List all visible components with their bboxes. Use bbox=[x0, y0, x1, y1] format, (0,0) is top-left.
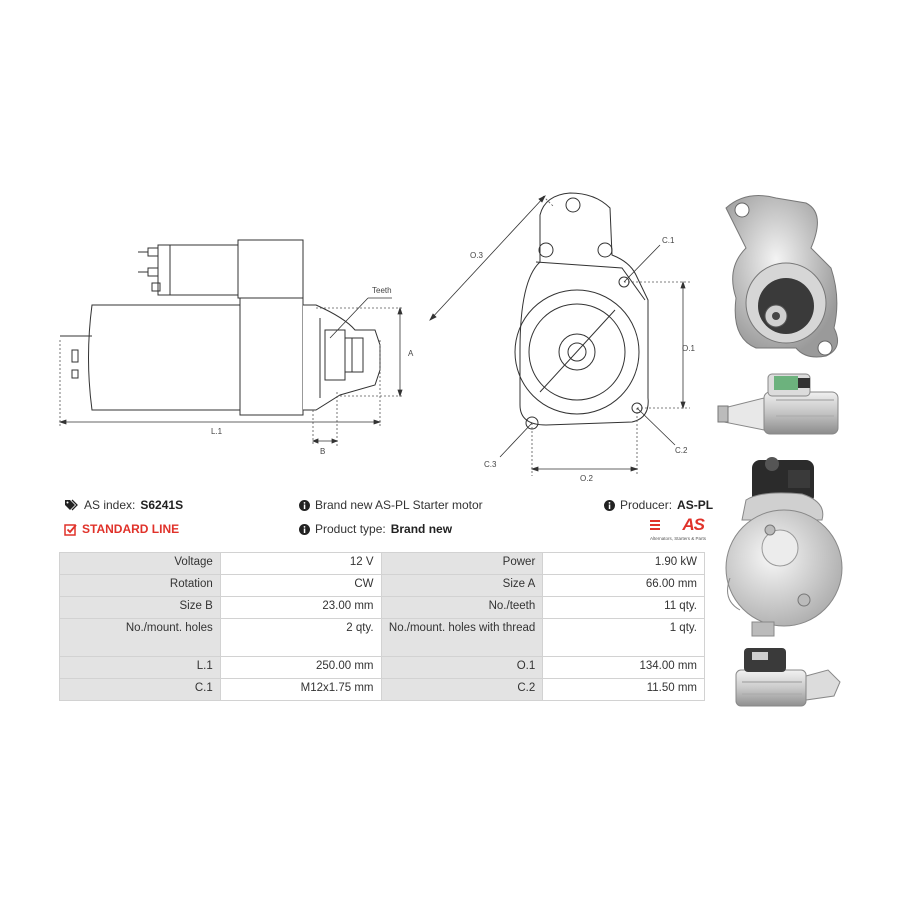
spec-label: No./mount. holes with thread bbox=[380, 618, 544, 657]
side-view-drawing: Teeth A B L.1 bbox=[58, 239, 414, 456]
as-index-row: AS index: S6241S bbox=[64, 498, 183, 512]
spec-value: 2 qty. bbox=[219, 618, 382, 657]
dim-a-label: A bbox=[408, 349, 414, 358]
spec-label: No./teeth bbox=[380, 596, 544, 619]
logo-mark: AS bbox=[682, 515, 705, 534]
dim-o3-label: O.3 bbox=[470, 251, 483, 260]
logo-stripes bbox=[650, 520, 660, 532]
producer-value: AS-PL bbox=[677, 498, 714, 512]
producer-row: Producer: AS-PL bbox=[604, 498, 713, 512]
spec-label: L.1 bbox=[59, 656, 221, 679]
check-square-icon bbox=[64, 523, 77, 536]
spec-label: C.1 bbox=[59, 678, 221, 701]
spec-value: 23.00 mm bbox=[219, 596, 382, 619]
standard-line-row: STANDARD LINE bbox=[64, 522, 179, 536]
info-circle-icon bbox=[299, 499, 310, 511]
producer-label: Producer: bbox=[620, 498, 673, 512]
spec-value: 12 V bbox=[219, 552, 382, 575]
dim-c3-label: C.3 bbox=[484, 460, 497, 469]
as-pl-logo: AS Alternators, Starters & Parts bbox=[640, 516, 706, 544]
spec-label: Rotation bbox=[59, 574, 221, 597]
product-type-value: Brand new bbox=[390, 522, 453, 536]
as-index-label: AS index: bbox=[84, 498, 136, 512]
spec-value: 1 qty. bbox=[542, 618, 705, 657]
spec-label: No./mount. holes bbox=[59, 618, 221, 657]
spec-value: 11.50 mm bbox=[542, 678, 705, 701]
product-photo-top bbox=[735, 648, 841, 707]
dim-l1-label: L.1 bbox=[211, 427, 223, 436]
dim-o2-label: O.2 bbox=[580, 474, 593, 483]
spec-label: Size B bbox=[59, 596, 221, 619]
dim-b-label: B bbox=[320, 447, 325, 456]
info-circle-icon bbox=[299, 523, 310, 535]
spec-value: M12x1.75 mm bbox=[219, 678, 382, 701]
spec-value: 134.00 mm bbox=[542, 656, 705, 679]
spec-label: O.1 bbox=[380, 656, 544, 679]
spec-value: CW bbox=[219, 574, 382, 597]
spec-label: Size A bbox=[380, 574, 544, 597]
as-index-value: S6241S bbox=[140, 498, 184, 512]
product-photo-rear bbox=[725, 457, 843, 637]
dim-c2-label: C.2 bbox=[675, 446, 688, 455]
product-type-row: Product type: Brand new bbox=[299, 522, 452, 536]
description-row: Brand new AS-PL Starter motor bbox=[299, 498, 483, 512]
spec-value: 250.00 mm bbox=[219, 656, 382, 679]
spec-label: Voltage bbox=[59, 552, 221, 575]
teeth-label: Teeth bbox=[372, 286, 392, 295]
dim-c1-label: C.1 bbox=[662, 236, 675, 245]
spec-label: Power bbox=[380, 552, 544, 575]
spec-value: 1.90 kW bbox=[542, 552, 705, 575]
dim-o1-label: O.1 bbox=[682, 344, 695, 353]
tags-icon bbox=[65, 499, 78, 511]
front-view-drawing: O.3 C.1 O.1 C.2 C.3 O.2 bbox=[429, 192, 695, 483]
standard-line-label: STANDARD LINE bbox=[82, 522, 180, 536]
info-circle-icon bbox=[604, 499, 615, 511]
spec-label: C.2 bbox=[380, 678, 544, 701]
product-photo-side bbox=[717, 373, 839, 435]
product-photo-front bbox=[725, 195, 839, 358]
spec-value: 11 qty. bbox=[542, 596, 705, 619]
spec-value: 66.00 mm bbox=[542, 574, 705, 597]
product-type-label: Product type: bbox=[315, 522, 386, 536]
product-description: Brand new AS-PL Starter motor bbox=[315, 498, 483, 512]
logo-tagline: Alternators, Starters & Parts bbox=[649, 536, 706, 541]
